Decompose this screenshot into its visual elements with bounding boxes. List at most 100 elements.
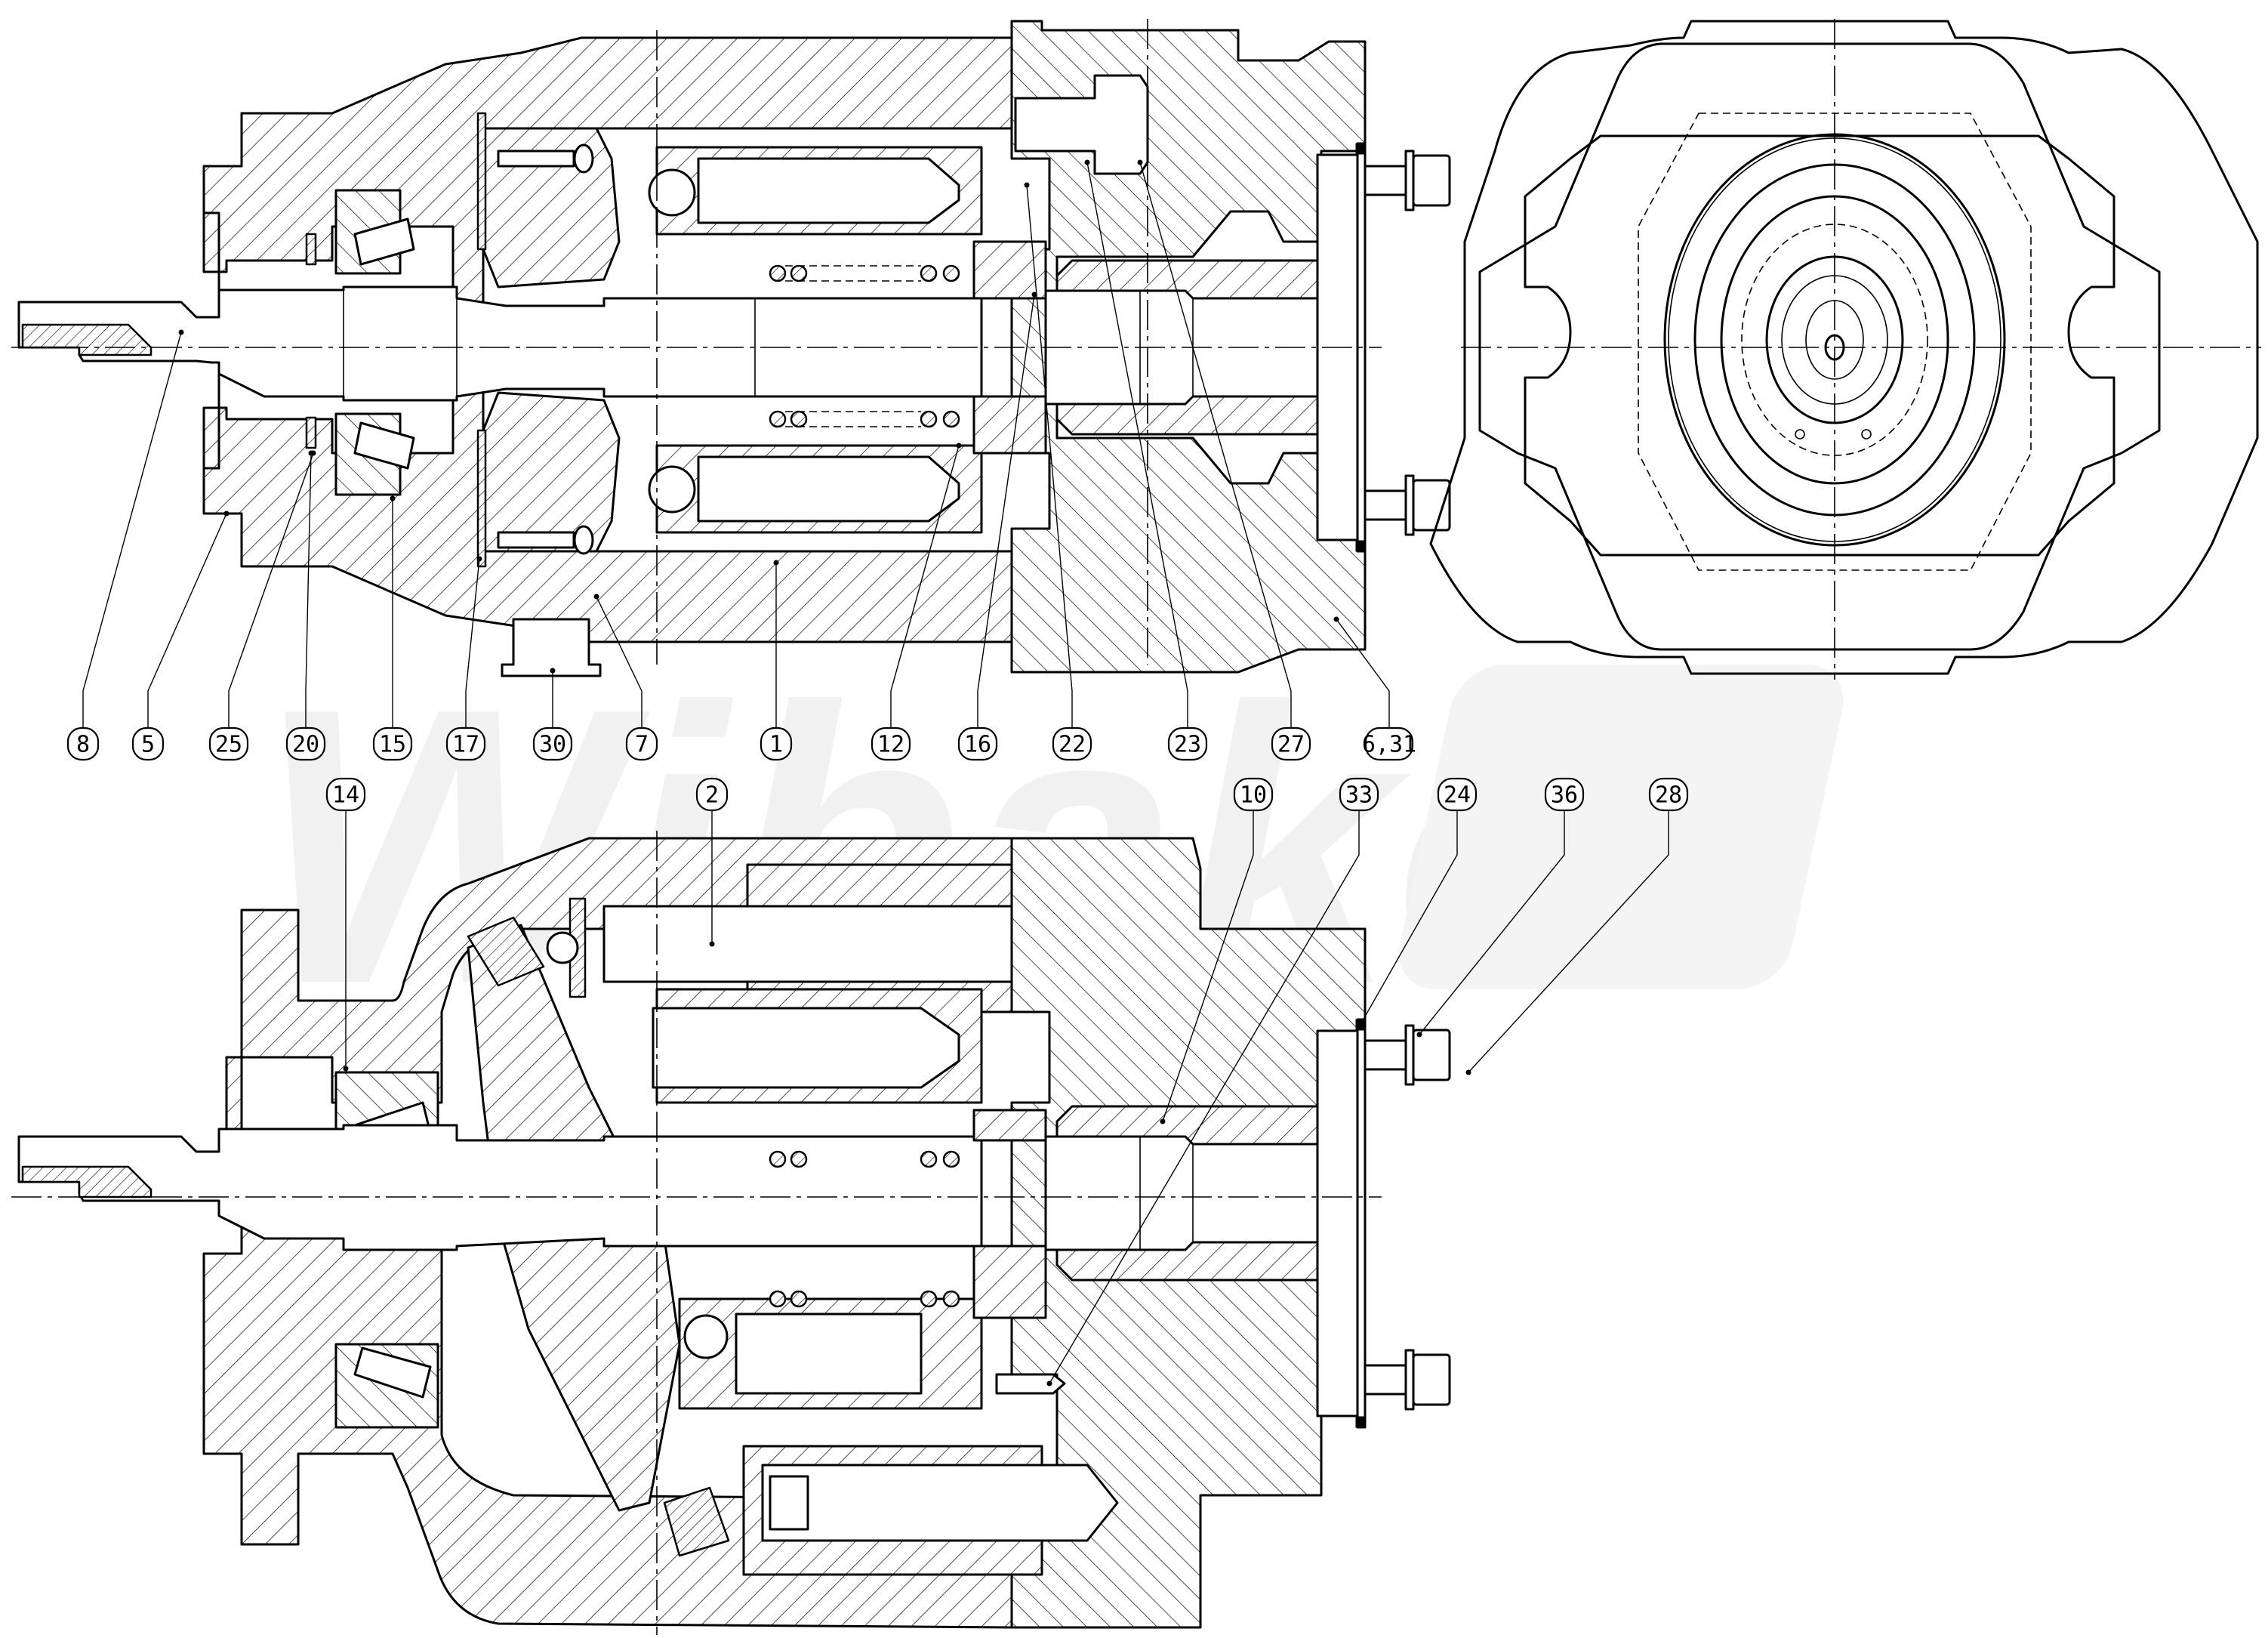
callout-balloon: 8 xyxy=(66,726,100,761)
balloon-outline xyxy=(695,777,729,812)
leader-dot xyxy=(1084,159,1090,165)
callout-balloon: 5 xyxy=(131,726,165,761)
callout-label: 7 xyxy=(635,732,649,758)
balloon-outline xyxy=(625,726,658,761)
end-view-body xyxy=(1478,42,2161,651)
callout-balloon: 20 xyxy=(285,726,326,761)
upper-longitudinal-section xyxy=(11,19,1451,677)
leader-dot xyxy=(308,450,314,456)
leader-dot xyxy=(956,443,962,449)
leader-dot xyxy=(178,329,184,335)
control-valve-filter xyxy=(769,1475,809,1531)
lower-longitudinal-section xyxy=(11,831,1451,1635)
balloon-outline xyxy=(1339,777,1379,812)
bolt-top-lower-view xyxy=(1364,1024,1451,1086)
piston-upper xyxy=(697,157,960,224)
bolt-bottom-lower-view xyxy=(1364,1349,1451,1411)
callout-balloon: 22 xyxy=(1052,726,1092,761)
balloon-outline xyxy=(532,726,573,761)
callout-balloon: 17 xyxy=(445,726,486,761)
leader-line xyxy=(82,332,182,727)
callout-label: 8 xyxy=(76,732,90,758)
end-view-outer-contour xyxy=(1429,20,2259,675)
cover-plate-lower-view xyxy=(1316,1029,1364,1417)
leader-dot xyxy=(1031,292,1037,298)
block-pin-upper xyxy=(497,150,575,168)
leader-dot xyxy=(1465,1069,1471,1075)
leader-line xyxy=(596,596,642,727)
callout-balloon: 2 xyxy=(695,777,729,812)
callout-label: 27 xyxy=(1277,732,1305,758)
circlip-upper xyxy=(305,233,317,266)
balloon-outline xyxy=(66,726,100,761)
leader-lines xyxy=(82,159,1669,1387)
shaft-key xyxy=(21,323,153,356)
callout-label: 22 xyxy=(1059,732,1086,758)
callout-label: 14 xyxy=(332,782,359,809)
leader-line xyxy=(1026,184,1073,727)
callout-balloon: 16 xyxy=(957,726,998,761)
leader-dot xyxy=(1160,1118,1166,1124)
circlip-lower xyxy=(305,416,317,449)
callout-label: 17 xyxy=(452,732,479,758)
leader-line xyxy=(1139,162,1292,727)
callout-balloon: 33 xyxy=(1339,777,1379,812)
o-ring-lower xyxy=(1355,540,1366,552)
leader-dot xyxy=(1024,182,1030,188)
callout-label: 12 xyxy=(877,732,904,758)
leader-line xyxy=(465,558,480,727)
drive-shaft-lower-view xyxy=(17,1124,983,1251)
through-drive-bore-lower-view xyxy=(1044,1135,1334,1251)
balloon-outline xyxy=(325,777,366,812)
callout-label: 30 xyxy=(539,732,566,758)
callout-label: 28 xyxy=(1655,782,1682,809)
callout-balloon: 23 xyxy=(1167,726,1208,761)
control-ball-top xyxy=(546,931,579,964)
shaft-key-lower-view xyxy=(21,1165,153,1198)
leader-dot xyxy=(1137,159,1143,165)
leader-dot xyxy=(1333,616,1339,622)
balloon-outline xyxy=(131,726,165,761)
callout-balloon: 7 xyxy=(625,726,658,761)
balloon-outline xyxy=(372,726,413,761)
balloon-outline xyxy=(957,726,998,761)
leader-line xyxy=(147,513,227,727)
callout-label: 25 xyxy=(215,732,242,758)
balloon-outline xyxy=(1648,777,1689,812)
leader-line xyxy=(1358,811,1458,1028)
callout-label: 36 xyxy=(1551,782,1578,809)
callout-label: 10 xyxy=(1240,782,1267,809)
piston-bottom xyxy=(735,1313,923,1395)
o-ring-upper xyxy=(1355,143,1366,155)
balloon-outline xyxy=(208,726,249,761)
end-view-screw-right xyxy=(1861,429,1872,440)
callout-label: 6,31 xyxy=(1362,732,1416,758)
return-spring-upper xyxy=(769,264,960,282)
callout-label: 15 xyxy=(379,732,406,758)
callout-balloon: 10 xyxy=(1233,777,1274,812)
leader-dot xyxy=(593,594,599,600)
leader-dot xyxy=(223,511,230,517)
drain-plug xyxy=(501,618,602,677)
piston-lower xyxy=(697,455,960,523)
valve-plate-upper xyxy=(476,112,487,251)
balloon-outline xyxy=(1544,777,1585,812)
block-pin-lower xyxy=(497,531,575,549)
front-bearing-roller-bottom xyxy=(353,1346,432,1399)
mount-flange xyxy=(202,837,1013,1629)
callout-balloon: 25 xyxy=(208,726,249,761)
callout-balloon: 15 xyxy=(372,726,413,761)
balloon-outline xyxy=(871,726,911,761)
rear-bearing-lower xyxy=(972,395,1047,455)
leader-line xyxy=(1086,162,1188,727)
housing-front-lower xyxy=(202,376,1013,643)
slipper-top xyxy=(467,916,545,987)
control-valve-spool xyxy=(761,1464,1119,1542)
locating-pin xyxy=(995,1373,1066,1395)
balloon-outline xyxy=(1271,726,1311,761)
leader-dot xyxy=(1356,1024,1362,1030)
end-view-hidden-octagon xyxy=(1638,113,2032,571)
balloon-outline xyxy=(285,726,326,761)
